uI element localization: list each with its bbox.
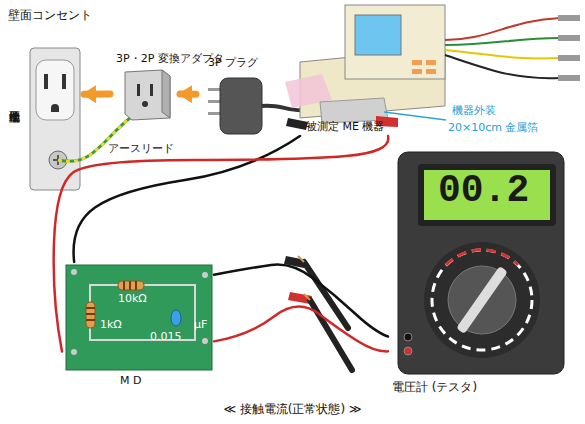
me-device-part [558,55,580,61]
node-text: 10kΩ [118,292,147,305]
voltmeter-part [448,266,516,334]
wire-label: アースリード [108,142,174,155]
voltmeter-part [446,250,518,265]
plug: 3P プラグ [198,52,268,142]
me-device-part [412,60,422,65]
voltmeter-part [418,164,556,226]
node-text: μF [194,318,207,331]
md-board-part [171,310,181,326]
voltmeter-part [456,266,508,334]
me-device-part [558,15,580,21]
me-device-part [445,55,560,78]
me-device-part [558,35,580,41]
test-probe-part [298,256,304,262]
node-text: 3P プラグ [208,56,258,69]
adapter-part [142,101,148,107]
node-text: 1kΩ [100,318,122,331]
red-lead-wire [54,136,389,352]
me-device-part [445,18,560,40]
adapter-part [125,70,170,120]
node-text: 3P・2P 変換アダプタ [116,52,224,65]
md-board-part [71,269,77,275]
wall-outlet-part [44,74,48,89]
me-device-part [426,60,436,65]
adapter [125,70,170,120]
wall-outlet [30,48,80,190]
voltmeter-part [404,333,412,341]
wall-outlet-part [51,104,59,112]
node-text: M D [120,374,141,387]
voltmeter-part [424,170,550,220]
alligator-clip [284,116,398,304]
me-device-part [345,5,445,79]
me-device-part [445,38,560,45]
voltmeter: 00.2 電圧計 (テスタ) [388,148,568,396]
black-lead-wire [214,265,388,337]
wall-outlet: 壁面コンセント壁面接地端子 [4,6,82,198]
node-text: 被測定 ME 機器 [306,120,384,133]
me-device-part [558,75,580,81]
part-label: 機器外装 [452,104,496,117]
md-board-part [86,302,95,328]
node-text: 00.2 [438,172,529,210]
test-probe-part [310,300,352,370]
red-lead-wire [214,307,388,352]
me-device-part [426,69,436,74]
md-board-part [71,349,77,355]
voltmeter-part [424,242,540,358]
md-board-part [124,281,136,290]
wall-outlet-part [62,74,66,89]
wall-outlet-part [30,48,80,190]
md-board-part [66,265,212,370]
md-board [66,265,212,370]
node-text: 壁面コンセント [8,8,92,22]
caption: ≪ 接触電流(正常状態) ≫ [0,402,585,416]
adapter-part [150,84,153,96]
insert-arrow [84,91,110,98]
md-board: 10kΩ 1kΩ 0.015 μF M D [62,262,214,390]
md-board-part [202,338,208,344]
voltmeter-part [398,152,564,374]
md-board-part [118,281,144,290]
voltmeter [398,152,564,374]
me-device-part [412,69,422,74]
dimension-label: 20×10cm 金属箔 [448,121,538,134]
node-text: 電圧計 (テスタ) [392,380,477,394]
wall-outlet-part [36,60,74,120]
me-device: 被測定 ME 機器 [292,2,452,136]
insert-arrow [180,91,196,98]
adapter: 3P・2P 変換アダプタ [112,50,178,130]
alligator-clip-part [286,118,308,130]
me-device-part [355,15,401,55]
black-lead-wire [74,136,300,262]
voltmeter-part [432,250,532,350]
adapter-part [137,84,140,96]
voltmeter-part [404,347,412,355]
md-board-part [86,308,95,320]
adapter-part [162,70,170,118]
plug-part [220,78,262,134]
md-board-part [202,272,208,278]
node-text: 0.015 [150,330,182,343]
me-device-part [445,50,560,58]
test-probe-part [304,294,310,300]
